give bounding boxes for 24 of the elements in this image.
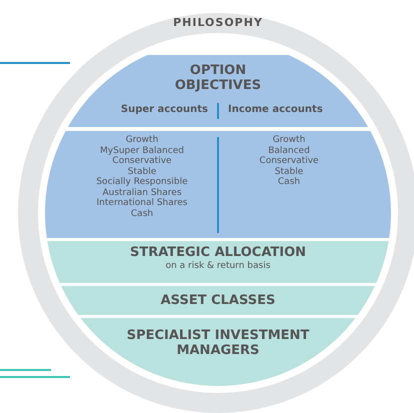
column-heading: Super accounts	[120, 104, 208, 115]
list-item: Cash	[276, 177, 302, 188]
list-item: Stable	[126, 166, 158, 177]
band-heading: SPECIALIST INVESTMENT MANAGERS	[126, 328, 310, 358]
band	[47, 241, 389, 283]
list-item: Conservative	[111, 156, 173, 166]
band-heading: ASSET CLASSES	[160, 293, 276, 308]
list-item: MySuper Balanced	[99, 146, 185, 156]
list-item: Stable	[274, 166, 304, 177]
ring-title: PHILOSOPHY	[172, 16, 264, 29]
list-item: Cash	[130, 208, 154, 219]
list-item: Growth	[272, 135, 306, 146]
band-subtitle: on a risk & return basis	[164, 261, 272, 271]
list-item: Conservative	[258, 156, 320, 166]
list-item: Balanced	[267, 146, 311, 156]
band	[45, 131, 391, 238]
list-item: Australian Shares	[101, 188, 183, 198]
band	[61, 286, 375, 315]
band-heading: STRATEGIC ALLOCATION	[128, 245, 308, 260]
list-item: Growth	[124, 135, 160, 146]
list-item: International Shares	[96, 198, 188, 208]
column-heading: Income accounts	[228, 104, 323, 115]
list-item: Socially Responsible	[95, 177, 189, 188]
band-heading: OPTION OBJECTIVES	[174, 63, 262, 93]
